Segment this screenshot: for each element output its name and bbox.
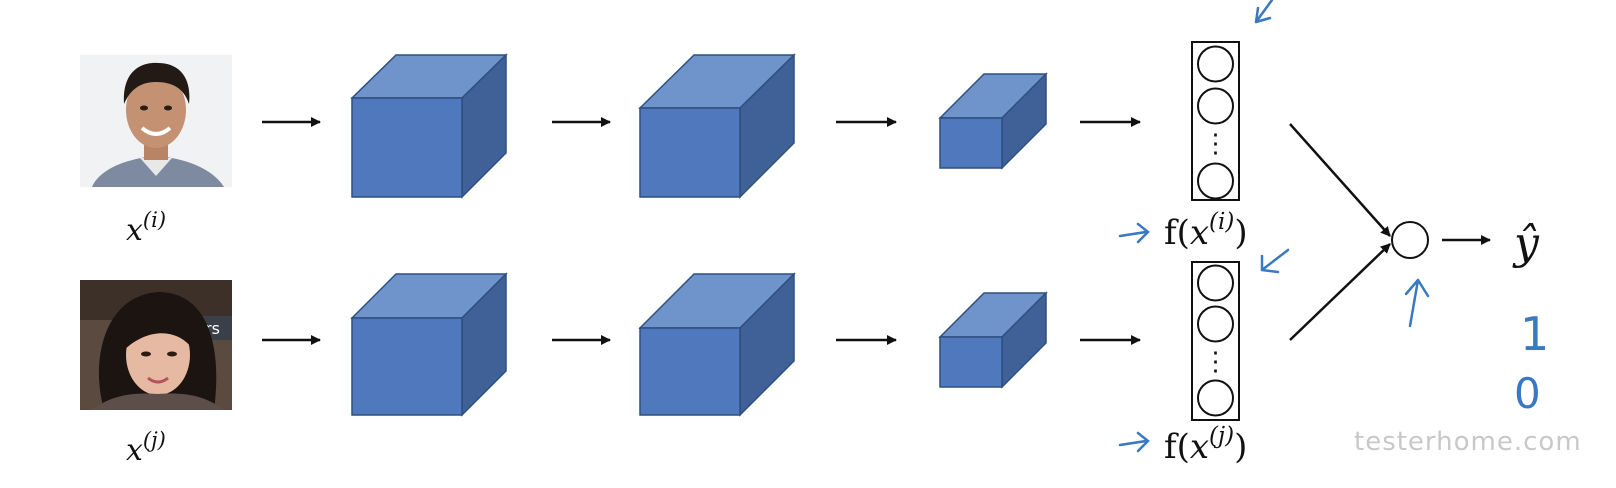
- handwritten-value-one: 1: [1520, 307, 1549, 361]
- encoding-vector-top: ⋮: [1191, 41, 1240, 201]
- conv-volume-top-1: [350, 53, 508, 199]
- input-photo-top: [80, 55, 232, 187]
- vector-ellipsis-bottom: ⋮: [1203, 347, 1229, 377]
- encoding-label-top: f(x(i)): [1164, 209, 1248, 253]
- conv-volume-bottom-3: [938, 291, 1048, 389]
- annotation-arrow-bottom-vector-icon: [1260, 248, 1290, 274]
- watermark-text: testerhome.com: [1354, 427, 1582, 457]
- conv-volume-bottom-1: [350, 272, 508, 417]
- output-label-y-hat: ŷ: [1512, 218, 1540, 269]
- encoding-label-bottom: f(x(j)): [1164, 423, 1247, 467]
- annotation-arrow-partial-icon: [1254, 0, 1274, 24]
- input-photo-bottom: rs: [80, 280, 232, 410]
- encoding-vector-bottom: ⋮: [1191, 261, 1240, 421]
- conv-volume-top-2: [638, 53, 796, 199]
- handwritten-value-zero: 0: [1514, 369, 1541, 418]
- annotation-mark-top-icon: [1118, 222, 1150, 244]
- arrow-combine-bottom: [1289, 243, 1391, 341]
- vector-ellipsis-top: ⋮: [1203, 129, 1229, 159]
- conv-volume-bottom-2: [638, 272, 796, 417]
- input-label-top: x(i): [126, 208, 166, 248]
- annotation-arrow-node-icon: [1404, 278, 1430, 328]
- conv-volume-top-3: [938, 72, 1048, 170]
- arrow-combine-top: [1289, 123, 1391, 237]
- input-label-bottom: x(j): [126, 428, 166, 468]
- logistic-unit-node: [1391, 221, 1429, 259]
- annotation-mark-bottom-icon: [1118, 431, 1150, 453]
